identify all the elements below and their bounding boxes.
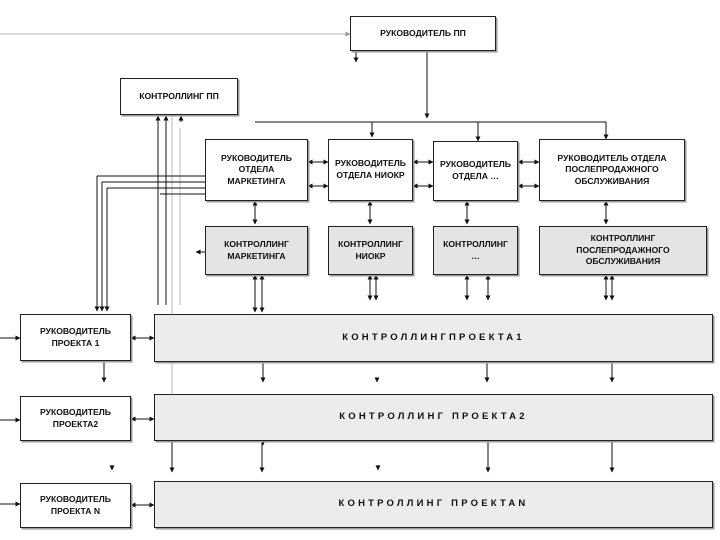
controlling-niokr: КОНТРОЛЛИНГ НИОКР	[328, 226, 413, 275]
dept-head-other: РУКОВОДИТЕЛЬ ОТДЕЛА …	[433, 141, 518, 201]
controlling-other: КОНТРОЛЛИНГ …	[433, 226, 518, 275]
dept-head-aftersales: РУКОВОДИТЕЛЬ ОТДЕЛА ПОСЛЕПРОДАЖНОГО ОБСЛ…	[539, 139, 685, 201]
project-controlling-1: КОНТРОЛЛИНГПРОЕКТА1	[154, 314, 713, 362]
project-manager-n: РУКОВОДИТЕЛЬ ПРОЕКТА N	[20, 483, 131, 528]
head-pp-box: РУКОВОДИТЕЛЬ ПП	[350, 16, 496, 51]
controlling-aftersales: КОНТРОЛЛИНГ ПОСЛЕПРОДАЖНОГО ОБСЛУЖИВАНИЯ	[539, 226, 707, 275]
dept-head-marketing: РУКОВОДИТЕЛЬ ОТДЕЛА МАРКЕТИНГА	[205, 139, 308, 201]
project-manager-1: РУКОВОДИТЕЛЬ ПРОЕКТА 1	[20, 314, 131, 361]
dept-head-niokr: РУКОВОДИТЕЛЬ ОТДЕЛА НИОКР	[328, 139, 413, 201]
controlling-marketing: КОНТРОЛЛИНГ МАРКЕТИНГА	[205, 226, 308, 275]
project-controlling-2: КОНТРОЛЛИНГ ПРОЕКТА2	[154, 394, 713, 441]
controlling-pp-box: КОНТРОЛЛИНГ ПП	[120, 78, 238, 115]
project-manager-2: РУКОВОДИТЕЛЬ ПРОЕКТА2	[20, 396, 131, 441]
project-controlling-n: КОНТРОЛЛИНГ ПРОЕКТАN	[154, 481, 713, 528]
